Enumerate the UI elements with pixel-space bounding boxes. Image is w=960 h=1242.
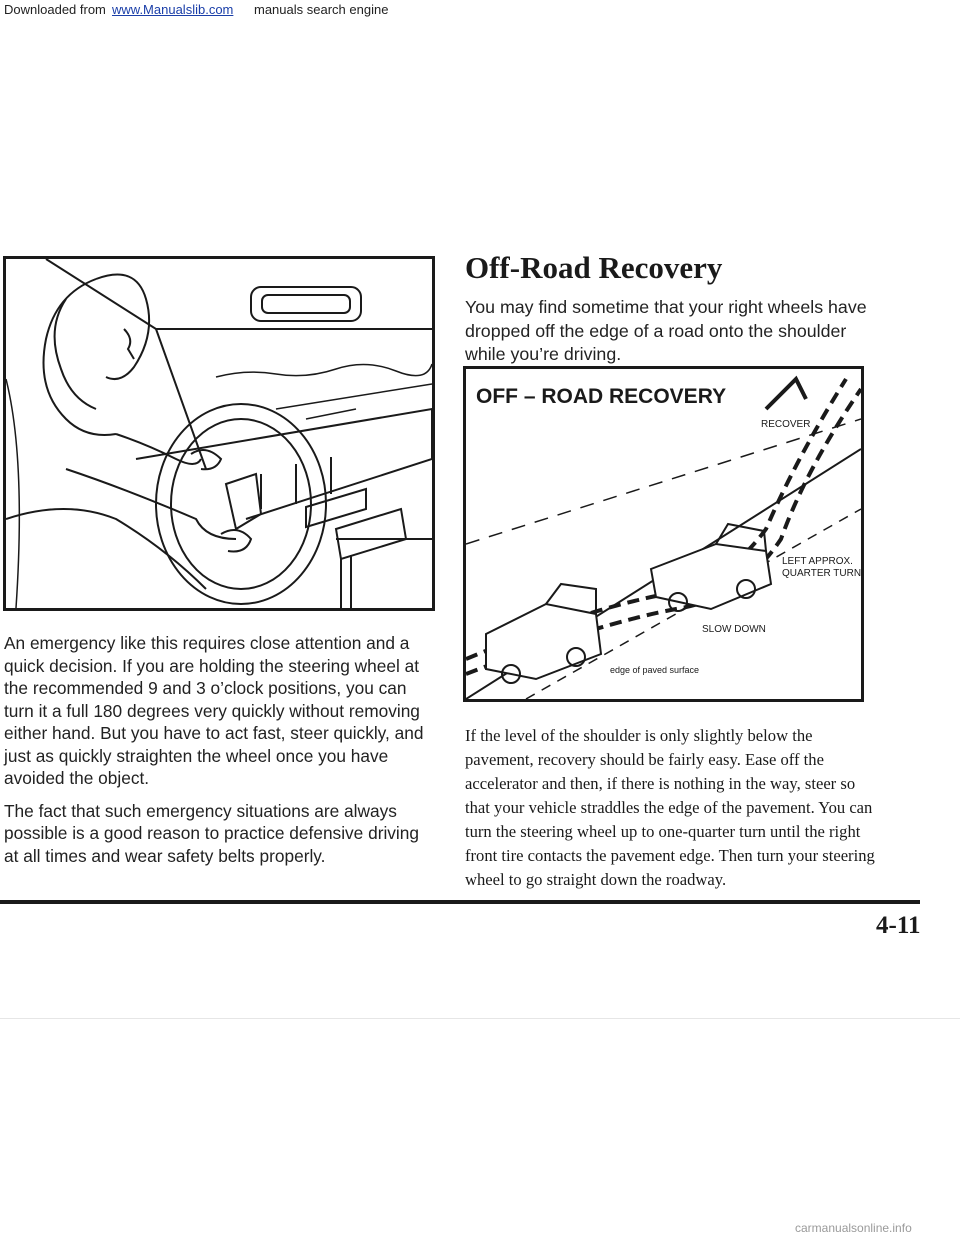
page-bottom-line bbox=[0, 1018, 960, 1019]
off-road-recovery-diagram: OFF – ROAD RECOVERY RECOVER LEFT APPROX. bbox=[463, 366, 864, 702]
paragraph-defensive-driving: The fact that such emergency situations … bbox=[4, 800, 419, 866]
driver-illustration bbox=[3, 256, 435, 611]
page-number: 4-11 bbox=[876, 912, 921, 939]
paragraph-emergency: An emergency like this requires close at… bbox=[4, 633, 424, 788]
label-slow-down: SLOW DOWN bbox=[702, 624, 766, 635]
download-banner: Downloaded from www.Manualslib.com manua… bbox=[0, 0, 960, 22]
label-left-turn-2: QUARTER TURN bbox=[782, 568, 861, 579]
watermark: carmanualsonline.info bbox=[795, 1221, 912, 1235]
driver-drawing bbox=[6, 259, 432, 608]
label-recover: RECOVER bbox=[761, 419, 810, 430]
manualslib-link[interactable]: www.Manualslib.com bbox=[112, 2, 234, 17]
footer-rule bbox=[0, 900, 920, 904]
section-title: Off-Road Recovery bbox=[465, 250, 723, 285]
label-left-turn-1: LEFT APPROX. bbox=[782, 556, 853, 567]
road-drawing: OFF – ROAD RECOVERY RECOVER LEFT APPROX. bbox=[466, 375, 861, 699]
banner-prefix: Downloaded from bbox=[4, 2, 106, 17]
label-edge: edge of paved surface bbox=[610, 665, 699, 675]
banner-suffix: manuals search engine bbox=[254, 2, 389, 17]
paragraph-shoulder-recovery: If the level of the shoulder is only sli… bbox=[465, 726, 875, 889]
left-column: An emergency like this requires close at… bbox=[4, 632, 434, 877]
section-intro: You may find sometime that your right wh… bbox=[465, 297, 867, 364]
diagram-title: OFF – ROAD RECOVERY bbox=[476, 385, 726, 408]
